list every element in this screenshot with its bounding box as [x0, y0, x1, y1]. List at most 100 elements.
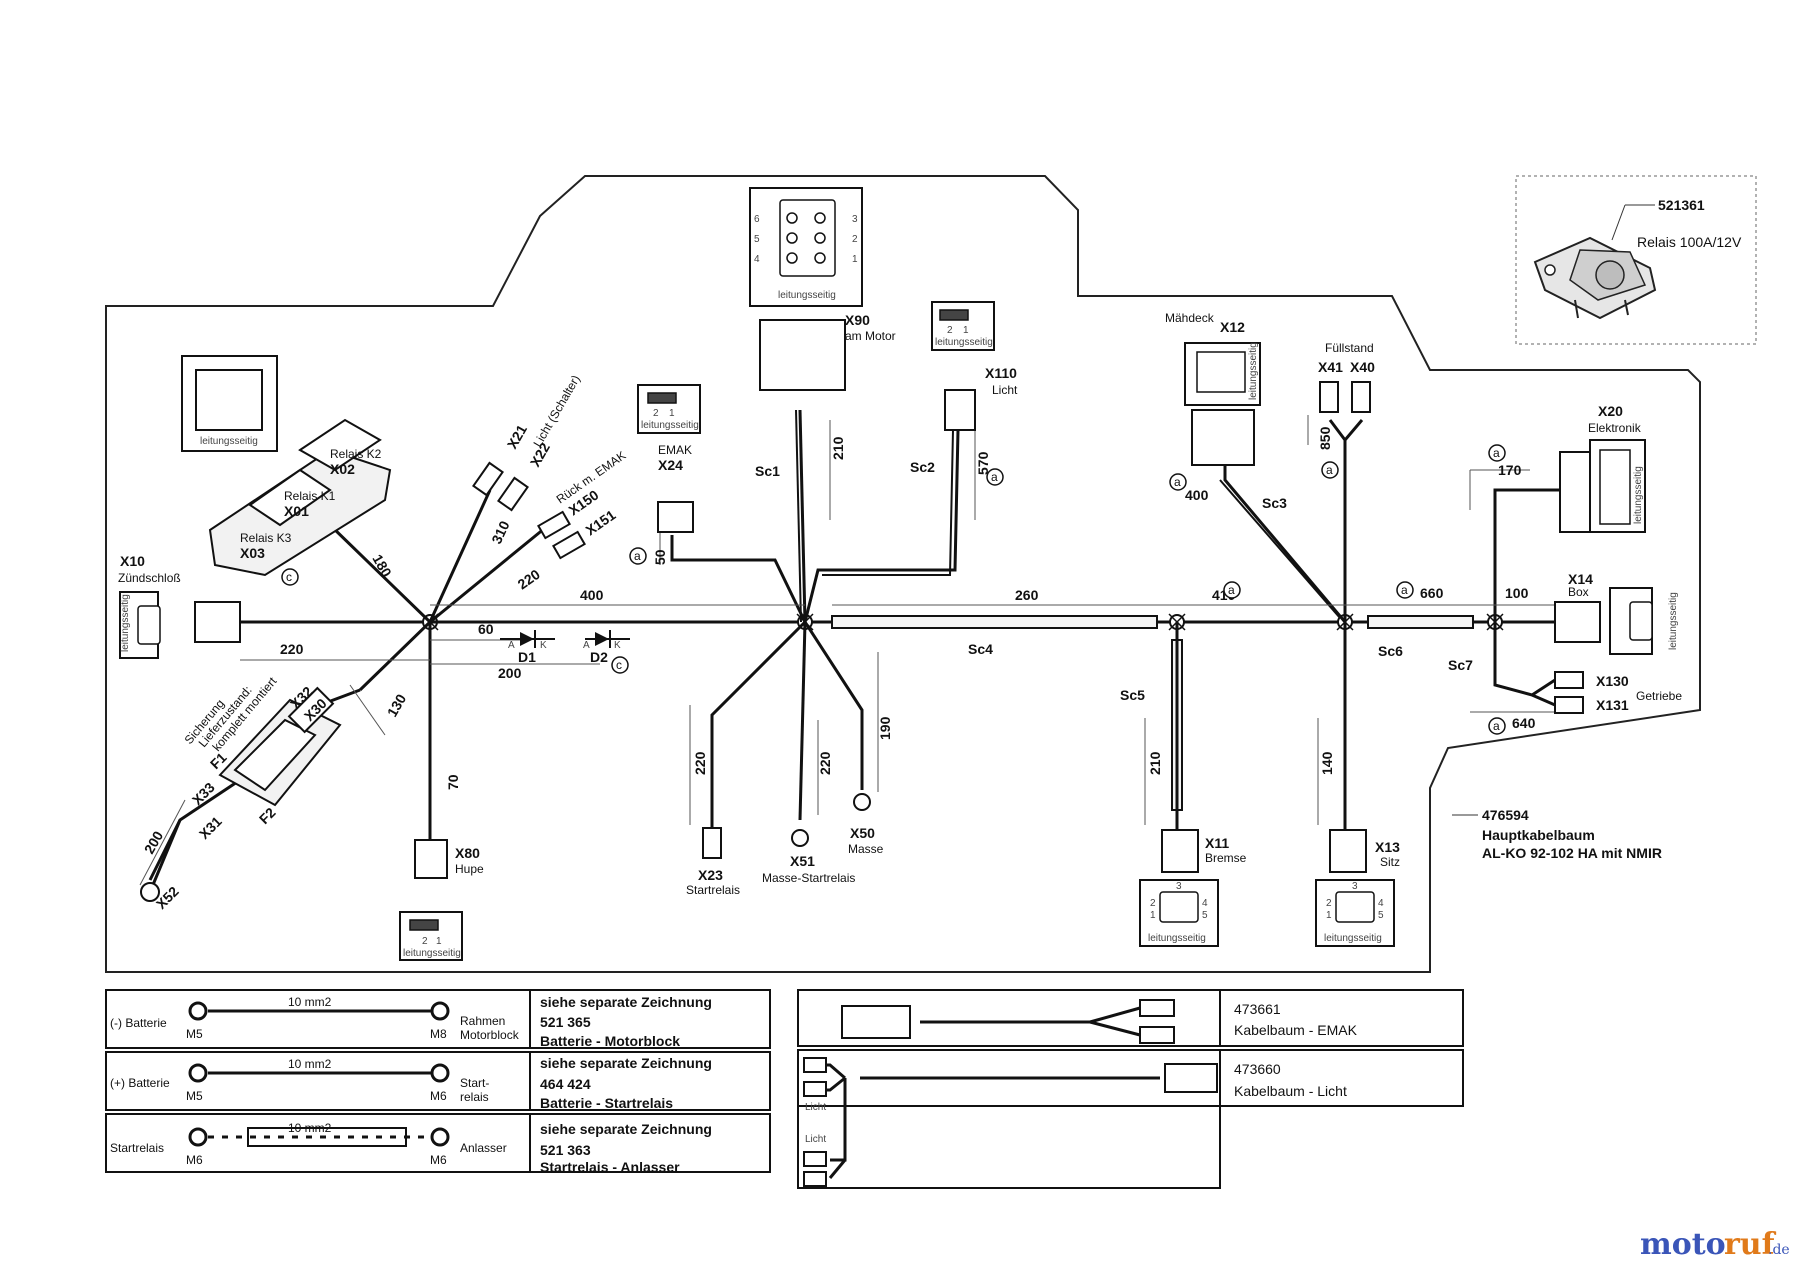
- connector-shapes: [119, 187, 1653, 961]
- bat1-num: 521 365: [540, 1014, 591, 1030]
- bat2-mm: 10 mm2: [288, 1057, 332, 1071]
- mark-a2: a: [991, 470, 998, 484]
- label-x22: X22: [527, 440, 553, 470]
- battery-cables: [188, 1001, 450, 1147]
- label-x23-sub: Startrelais: [686, 883, 740, 897]
- dim-260: 260: [1015, 587, 1039, 603]
- label-x40: X40: [1350, 359, 1375, 375]
- label-x31: X31: [196, 813, 225, 842]
- mark-a5: a: [1493, 446, 1500, 460]
- relay-desc: Relais 100A/12V: [1637, 234, 1742, 250]
- dim-180: 180: [369, 552, 395, 580]
- bat3-ml: M6: [186, 1153, 203, 1167]
- label-x51: X51: [790, 853, 815, 869]
- dim-210a: 210: [830, 436, 846, 460]
- label-x80: X80: [455, 845, 480, 861]
- label-sc7: Sc7: [1448, 657, 1473, 673]
- bat3-r1: Anlasser: [460, 1141, 507, 1155]
- svg-text:.de: .de: [1768, 1242, 1790, 1258]
- note-x12: leitungsseitig: [1248, 342, 1259, 400]
- dim-140: 140: [1319, 751, 1335, 775]
- main-name: Hauptkabelbaum: [1482, 827, 1595, 843]
- branch-wires: [148, 409, 1560, 893]
- bat1-mm: 10 mm2: [288, 995, 332, 1009]
- dim-660: 660: [1420, 585, 1444, 601]
- main-part: 476594: [1482, 807, 1529, 823]
- bat2-desc: Batterie - Startrelais: [540, 1095, 673, 1111]
- main-model: AL-KO 92-102 HA mit NMIR: [1482, 845, 1662, 861]
- label-sc1: Sc1: [755, 463, 780, 479]
- circle-marks: [281, 444, 1506, 735]
- licht-l2: Licht: [805, 1134, 826, 1145]
- mark-a3: a: [1174, 475, 1181, 489]
- relay-frame: [1515, 175, 1757, 345]
- label-x11-sub: Bremse: [1205, 851, 1247, 865]
- bat1-left: (-) Batterie: [110, 1016, 167, 1030]
- label-ak-k1: K: [540, 640, 547, 651]
- pin-x24-2: 2: [653, 408, 659, 419]
- pin-details: [137, 199, 1653, 931]
- note-x24: leitungsseitig: [641, 420, 699, 431]
- label-x14: X14: [1568, 571, 1593, 587]
- pin-x80-1: 1: [436, 936, 442, 947]
- bat2-r2: relais: [460, 1090, 489, 1104]
- relay-icon: [1533, 236, 1657, 320]
- note-x110: leitungsseitig: [935, 337, 993, 348]
- mark-c2: c: [616, 658, 622, 672]
- label-x10-sub: Zündschloß: [118, 571, 181, 585]
- dim-210b: 210: [1147, 751, 1163, 775]
- mark-a4: a: [1326, 463, 1333, 477]
- label-x131: X131: [1596, 697, 1629, 713]
- label-x24: X24: [658, 457, 683, 473]
- pin-x90-5: 5: [754, 234, 760, 245]
- pin-x11-5: 5: [1202, 910, 1208, 921]
- pin-x13-3: 3: [1352, 881, 1358, 892]
- bat2-mr: M6: [430, 1089, 447, 1103]
- note-x80: leitungsseitig: [403, 948, 461, 959]
- dim-220a: 220: [280, 641, 304, 657]
- label-x13: X13: [1375, 839, 1400, 855]
- label-sc2: Sc2: [910, 459, 935, 475]
- label-x02: X02: [330, 461, 355, 477]
- dim-400b: 400: [1185, 487, 1209, 503]
- label-x10: X10: [120, 553, 145, 569]
- note-x10: leitungsseitig: [120, 594, 131, 652]
- licht-name: Kabelbaum - Licht: [1234, 1083, 1347, 1099]
- label-x151: X151: [583, 506, 619, 538]
- label-x03: X03: [240, 545, 265, 561]
- battery-table: [105, 989, 771, 1173]
- label-x130-sub: Getriebe: [1636, 689, 1682, 703]
- label-ak-k2: K: [614, 640, 621, 651]
- dim-850: 850: [1317, 426, 1333, 450]
- label-x41: X41: [1318, 359, 1343, 375]
- label-d1: D1: [518, 649, 536, 665]
- label-d2: D2: [590, 649, 608, 665]
- mark-a6: a: [1228, 583, 1235, 597]
- dim-130: 130: [384, 691, 410, 719]
- label-x50: X50: [850, 825, 875, 841]
- dim-70: 70: [445, 774, 461, 790]
- label-x80-sub: Hupe: [455, 862, 484, 876]
- bat1-mr: M8: [430, 1027, 447, 1041]
- svg-text:moto: moto: [1640, 1227, 1726, 1262]
- label-x13-sub: Sitz: [1380, 855, 1400, 869]
- diode-d1: [500, 630, 555, 648]
- pin-x11-2: 2: [1150, 898, 1156, 909]
- bat2-ml: M5: [186, 1089, 203, 1103]
- note-x11: leitungsseitig: [1148, 933, 1206, 944]
- label-sc4: Sc4: [968, 641, 993, 657]
- label-x12: X12: [1220, 319, 1245, 335]
- note-x20: leitungsseitig: [1633, 466, 1644, 524]
- mark-a8: a: [1493, 719, 1500, 733]
- dim-200a: 200: [498, 665, 522, 681]
- licht-l1: Licht: [805, 1102, 826, 1113]
- pin-x110-1: 1: [963, 325, 969, 336]
- label-x50-sub: Masse: [848, 842, 884, 856]
- pin-x90-6: 6: [754, 214, 760, 225]
- label-k1: Relais K1: [284, 489, 336, 503]
- harness-board-outline: [105, 175, 1701, 973]
- emak-part: 473661: [1234, 1001, 1281, 1017]
- label-x24-sub: EMAK: [658, 443, 692, 457]
- label-x110: X110: [985, 365, 1017, 381]
- bat1-r2: Motorblock: [460, 1028, 520, 1042]
